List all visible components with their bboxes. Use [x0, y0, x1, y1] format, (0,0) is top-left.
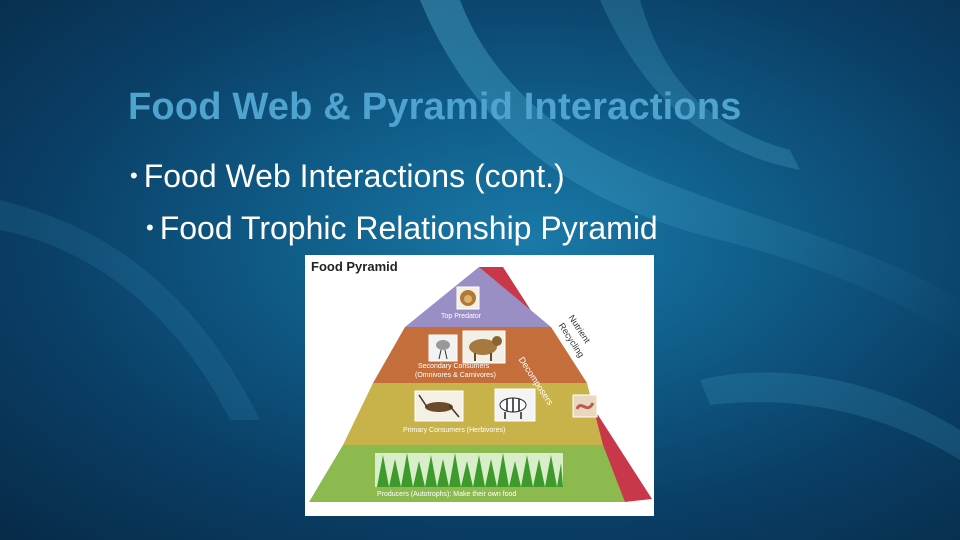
level-label-primary-consumers: Primary Consumers (Herbivores): [403, 427, 506, 434]
bird-icon: [428, 334, 458, 362]
grass-icon: [375, 453, 563, 487]
cricket-icon: [414, 390, 464, 422]
zebra-icon: [494, 388, 536, 422]
slide-title: Food Web & Pyramid Interactions: [128, 86, 742, 128]
bullet-trophic-pyramid: •Food Trophic Relationship Pyramid: [146, 210, 658, 246]
worm-icon: [572, 394, 598, 418]
lion-icon: [456, 286, 480, 310]
bullet-dot-icon: •: [146, 214, 154, 240]
food-pyramid-figure: Food Pyramid Top Predator Secondary Cons…: [305, 255, 654, 516]
hyena-icon: [462, 330, 506, 364]
bullet-dot-icon: •: [130, 162, 138, 188]
level-label-top-predator: Top Predator: [441, 313, 482, 320]
level-label-producers: Producers (Autotrophs): Make their own f…: [377, 491, 517, 498]
food-pyramid-diagram: [309, 267, 652, 502]
bullet-food-web-interactions: •Food Web Interactions (cont.): [130, 158, 565, 194]
pyramid-title: Food Pyramid: [311, 259, 398, 274]
level-sublabel-secondary-consumers: (Omnivores & Carnivores): [415, 372, 496, 379]
level-label-secondary-consumers: Secondary Consumers: [418, 363, 490, 370]
level-primary-consumers: [343, 383, 603, 445]
